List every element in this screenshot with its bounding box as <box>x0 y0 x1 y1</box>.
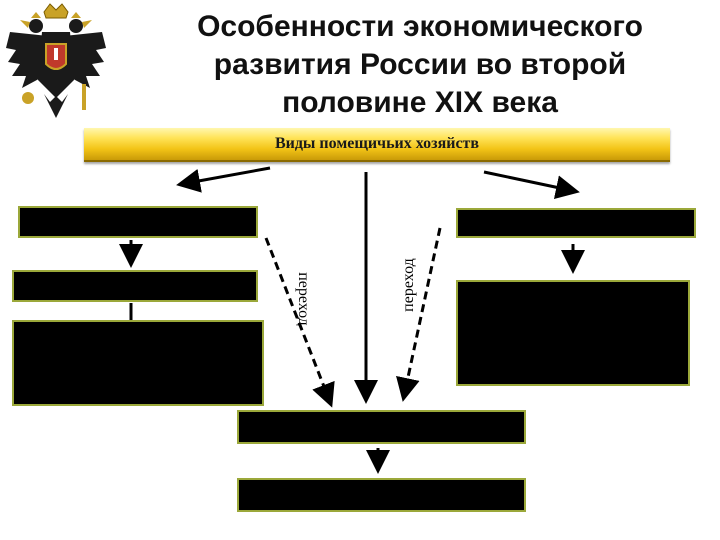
dashed-arrow-left-transition <box>264 237 335 408</box>
right-bottom-box <box>456 280 690 386</box>
left-middle-box <box>12 270 258 302</box>
arrow-right-branch <box>483 170 580 200</box>
dashed-arrow-right-transition <box>396 227 442 402</box>
center-bottom-box <box>237 478 526 512</box>
right-top-box <box>456 208 696 238</box>
banner-text: Виды помещичьих хозяйств <box>274 135 480 152</box>
double-headed-eagle-emblem <box>6 3 106 118</box>
slide-title: Особенности экономического развития Росс… <box>197 10 643 119</box>
transition-label-right: переход <box>399 258 417 312</box>
center-top-box <box>237 410 526 444</box>
transition-label-left: переход <box>294 272 312 326</box>
banner: Виды помещичьих хозяйств <box>84 128 670 162</box>
left-bottom-box <box>12 320 264 406</box>
left-top-box <box>18 206 258 238</box>
arrow-left-branch <box>176 166 271 193</box>
